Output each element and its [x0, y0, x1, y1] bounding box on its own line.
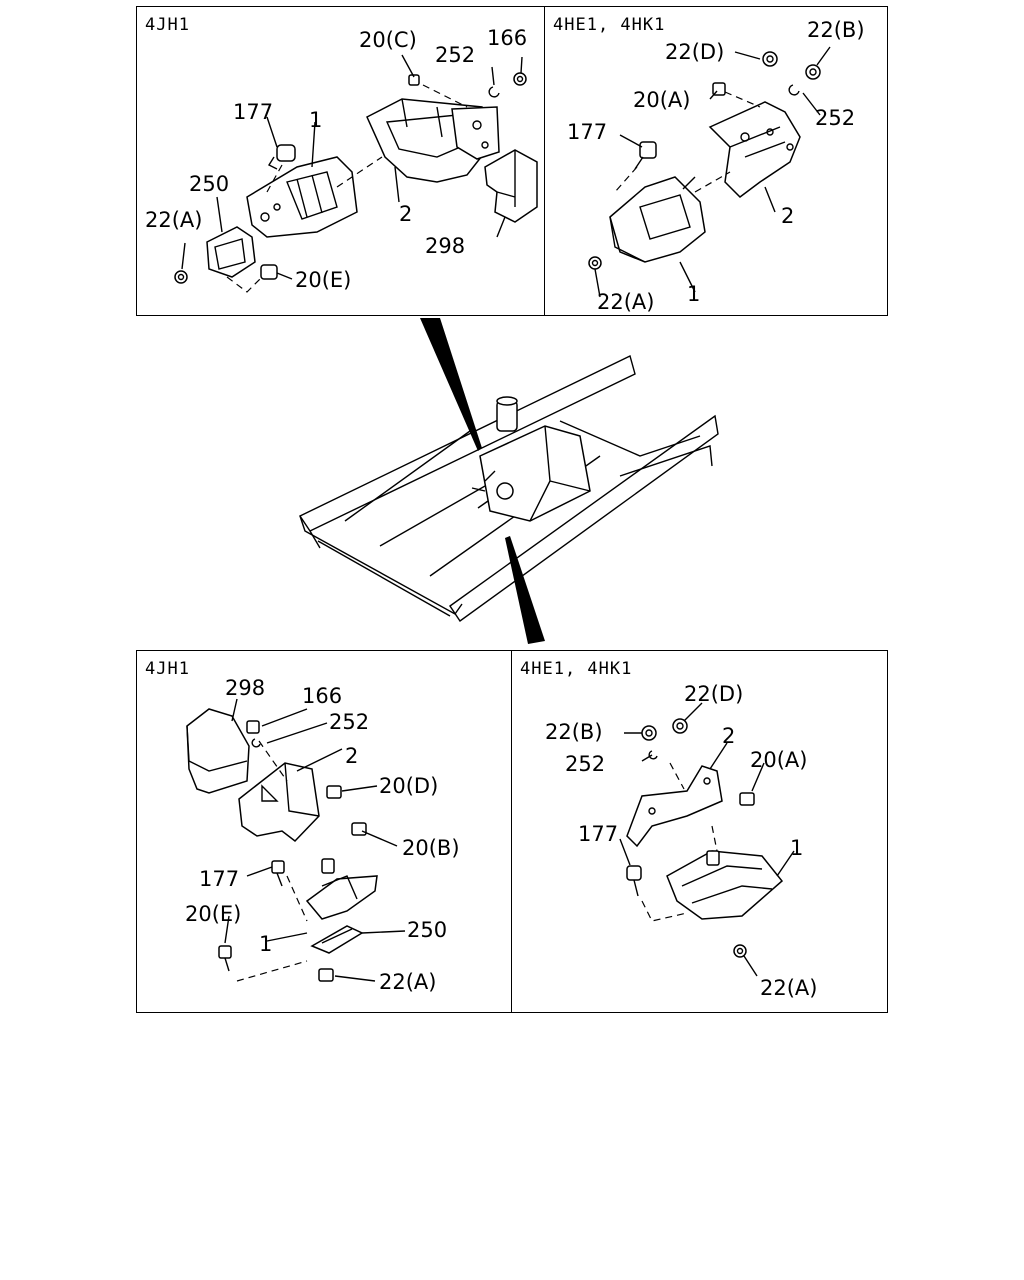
label-298: 298	[425, 234, 465, 258]
label-2: 2	[399, 202, 412, 226]
panel-title: 4HE1, 4HK1	[520, 659, 633, 679]
bracket-2	[238, 762, 320, 843]
label-250: 250	[407, 918, 447, 942]
callout-pointer-bottom	[505, 536, 545, 644]
label-20d: 20(D)	[379, 774, 438, 798]
insulator-1	[666, 850, 784, 920]
engine-block	[471, 396, 591, 522]
label-22d: 22(D)	[665, 40, 724, 64]
label-22a: 22(A)	[145, 208, 202, 232]
bracket-2	[708, 101, 801, 198]
panel-title: 4HE1, 4HK1	[553, 15, 666, 35]
label-177: 177	[578, 822, 618, 846]
panel-top-left-4jh1: 4JH1	[136, 6, 546, 316]
label-252: 252	[329, 710, 369, 734]
label-22a: 22(A)	[379, 970, 436, 994]
label-2: 2	[722, 724, 735, 748]
fasteners	[174, 72, 527, 284]
label-20c: 20(C)	[359, 28, 417, 52]
label-177: 177	[567, 120, 607, 144]
insulator-1	[305, 858, 378, 920]
callout-pointer-top	[420, 318, 482, 451]
label-20e: 20(E)	[185, 902, 241, 926]
label-1: 1	[309, 108, 322, 132]
label-1: 1	[687, 282, 700, 306]
label-20e: 20(E)	[295, 268, 351, 292]
chassis-overview	[298, 318, 719, 644]
label-2: 2	[345, 744, 358, 768]
label-20a: 20(A)	[750, 748, 807, 772]
label-166: 166	[302, 684, 342, 708]
bracket-2	[626, 765, 723, 848]
label-177: 177	[233, 100, 273, 124]
label-20b: 20(B)	[402, 836, 460, 860]
bracket-2	[366, 98, 500, 183]
panel-title: 4JH1	[145, 659, 190, 679]
heat-shield-298	[484, 149, 538, 223]
exploded-view-bottom-left: 298 166 252 2 20(D) 20(B) 177 20(E) 250 …	[185, 676, 460, 994]
label-252: 252	[565, 752, 605, 776]
label-22b: 22(B)	[545, 720, 603, 744]
exploded-view-top-right: 22(D) 22(B) 20(A) 252 177 2 22(A) 1	[567, 18, 865, 314]
label-1: 1	[790, 836, 803, 860]
label-1: 1	[259, 932, 272, 956]
label-177: 177	[199, 867, 239, 891]
label-2: 2	[781, 204, 794, 228]
label-20a: 20(A)	[633, 88, 690, 112]
exploded-view-bottom-right: 22(D) 22(B) 2 252 20(A) 177 1 22(A)	[545, 682, 817, 1000]
label-166: 166	[487, 26, 527, 50]
heat-shield-298	[186, 708, 250, 794]
fasteners	[626, 718, 755, 958]
label-22b: 22(B)	[807, 18, 865, 42]
exploded-view-top-left: 20(C) 252 166 177 1 250 2 22(A) 298 20(E…	[145, 26, 538, 293]
insulator-250	[310, 925, 364, 954]
label-22a: 22(A)	[760, 976, 817, 1000]
label-250: 250	[189, 172, 229, 196]
panel-bottom-left-4jh1: 4JH1	[136, 650, 513, 1013]
panel-bottom-right-4he1-4hk1: 4HE1, 4HK1 22(D) 22(B) 2 25	[511, 650, 888, 1013]
insulator-1	[609, 176, 706, 263]
label-252: 252	[435, 43, 475, 67]
label-298: 298	[225, 676, 265, 700]
insulator-1	[246, 156, 358, 238]
panel-top-right-4he1-4hk1: 4HE1, 4HK1 22(D)	[544, 6, 888, 316]
fasteners	[588, 51, 821, 270]
label-252: 252	[815, 106, 855, 130]
panel-title: 4JH1	[145, 15, 190, 35]
label-22a: 22(A)	[597, 290, 654, 314]
fasteners	[218, 720, 367, 982]
frame-rails	[298, 355, 719, 622]
label-22d: 22(D)	[684, 682, 743, 706]
insulator-250	[206, 226, 256, 278]
